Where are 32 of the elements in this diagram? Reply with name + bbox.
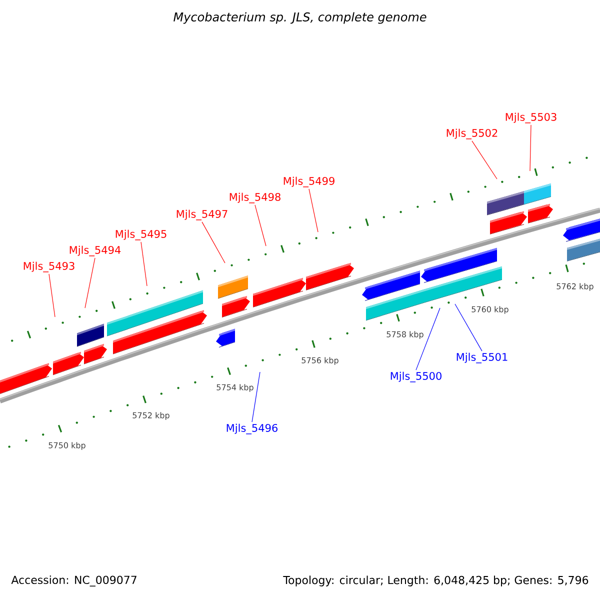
leader-line: [202, 222, 226, 264]
gene-label: Mjls_5503: [506, 112, 556, 124]
gene-label: Mjls_5498: [230, 192, 280, 204]
gene-label: Mjls_5495: [116, 230, 166, 240]
gene-label: Mjls_5500: [390, 372, 442, 382]
leader-line: [472, 140, 498, 180]
leader-line: [48, 274, 56, 318]
gene-label: Mjls_5501: [456, 352, 508, 364]
leader-line: [454, 304, 482, 352]
leader-line: [308, 188, 318, 232]
title: Mycobacterium sp. JLS, complete genome: [174, 12, 426, 24]
tick-label: 5762 kbp: [556, 283, 594, 291]
gene-label: Mjls_5494: [70, 246, 121, 256]
gene-label: Mjls_5496: [226, 424, 278, 434]
gene-label: Mjls_5497: [176, 210, 228, 220]
gene-label: Mjls_5499: [284, 176, 334, 188]
gene-label: Mjls_5493: [24, 262, 74, 272]
leader-line: [416, 308, 440, 370]
footer-text: Topology: circular; Length: 6,048,425 bp; Genes: 5,796: [283, 576, 588, 586]
tick-label: 5758 kbp: [386, 331, 424, 339]
leader-line: [252, 372, 260, 422]
leader-line: [84, 258, 96, 308]
tick-label: 5760 kbp: [472, 306, 508, 314]
gene-label: Mjls_5502: [446, 128, 498, 140]
footer-text: Accession: NC_009077: [11, 576, 136, 586]
leader-line: [254, 204, 266, 246]
tick-label: 5752 kbp: [132, 412, 170, 420]
leader-line: [530, 124, 532, 172]
tick-label: 5754 kbp: [216, 384, 254, 392]
tick-label: 5756 kbp: [302, 357, 338, 365]
leader-line: [140, 242, 148, 286]
tick-label: 5750 kbp: [48, 442, 86, 450]
